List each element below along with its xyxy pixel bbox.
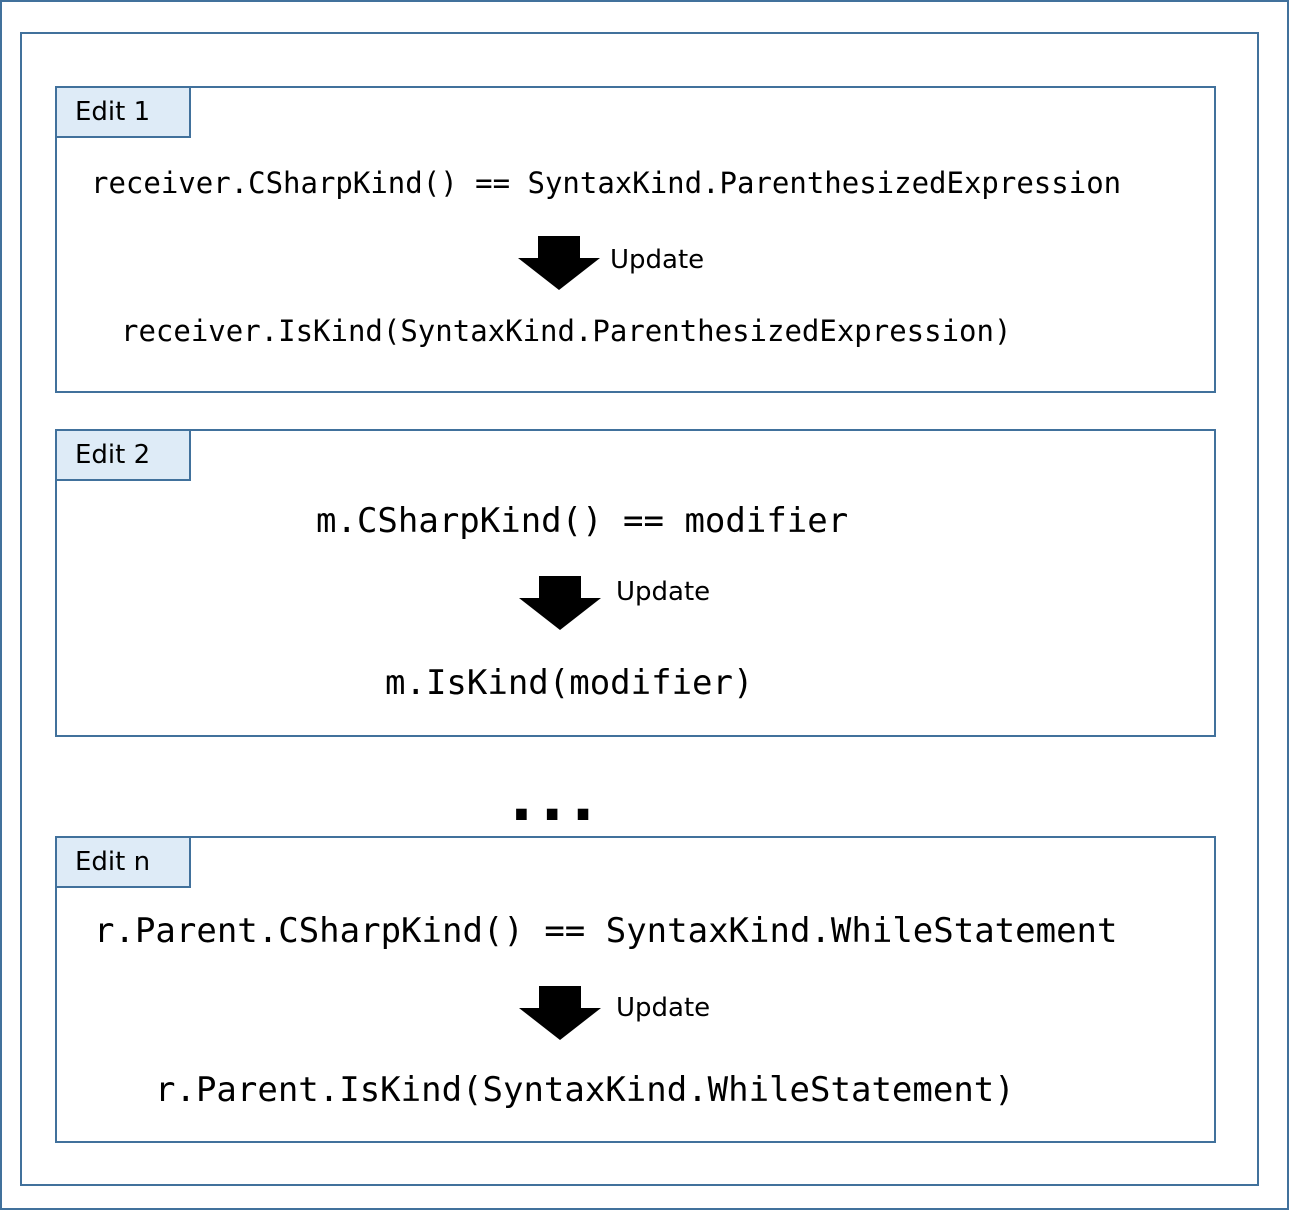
edit-label: Edit 1 (55, 86, 191, 138)
code-after: m.IsKind(modifier) (385, 663, 754, 703)
down-arrow-icon (518, 236, 600, 290)
code-after: receiver.IsKind(SyntaxKind.Parenthesized… (121, 314, 1012, 348)
update-label: Update (616, 577, 711, 607)
code-before: r.Parent.CSharpKind() == SyntaxKind.Whil… (94, 911, 1118, 951)
edit-box-2: Edit 2 m.CSharpKind() == modifier Update… (55, 429, 1216, 737)
code-before: m.CSharpKind() == modifier (316, 501, 849, 541)
down-arrow-icon (519, 576, 601, 630)
code-after: r.Parent.IsKind(SyntaxKind.WhileStatemen… (155, 1070, 1015, 1110)
edit-label: Edit 2 (55, 429, 191, 481)
update-label: Update (610, 245, 705, 275)
edit-label: Edit n (55, 836, 191, 888)
down-arrow-icon (519, 986, 601, 1040)
update-label: Update (616, 993, 711, 1023)
edit-box-n: Edit n r.Parent.CSharpKind() == SyntaxKi… (55, 836, 1216, 1143)
edit-box-1: Edit 1 receiver.CSharpKind() == SyntaxKi… (55, 86, 1216, 393)
inner-frame (20, 32, 1259, 1186)
code-before: receiver.CSharpKind() == SyntaxKind.Pare… (91, 166, 1122, 200)
ellipsis: ... (510, 765, 603, 835)
